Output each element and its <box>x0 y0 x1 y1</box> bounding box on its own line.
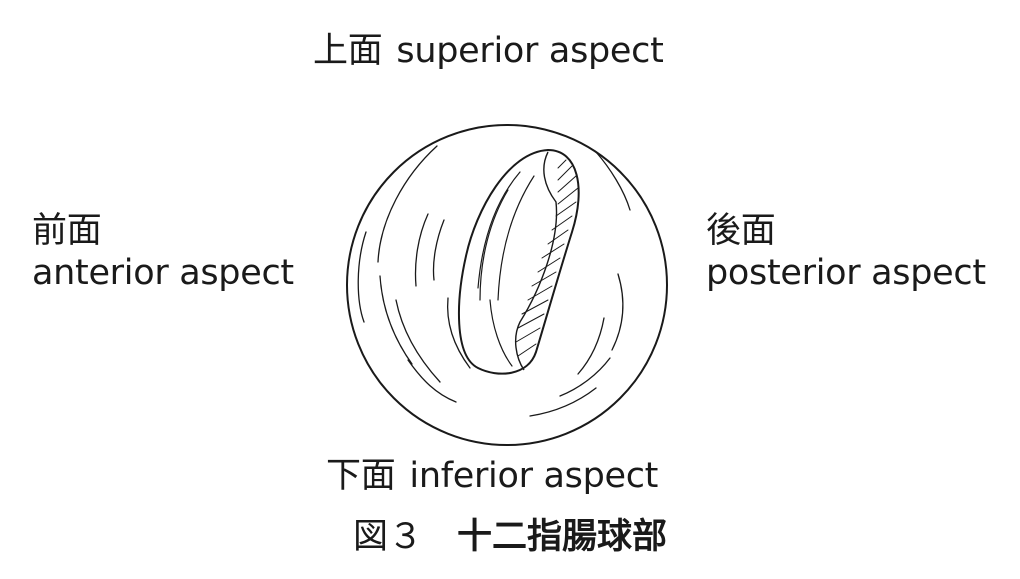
lumen-fold-lines <box>477 171 535 367</box>
shadow-hatching <box>515 159 579 357</box>
label-posterior-aspect: 後面 posterior aspect <box>706 210 986 294</box>
label-anterior-jp: 前面 <box>32 211 102 251</box>
mucosal-fold-lines <box>357 145 631 417</box>
figure-caption: 図３ 十二指腸球部 <box>0 516 1020 558</box>
lumen-ridge <box>514 151 558 371</box>
label-superior-jp: 上面 <box>313 31 383 71</box>
figure-number: 図３ <box>352 517 423 557</box>
bulb-outline <box>346 124 668 446</box>
figure-title: 十二指腸球部 <box>457 517 668 557</box>
label-inferior-jp: 下面 <box>326 456 396 496</box>
label-inferior-aspect: 下面 inferior aspect <box>326 455 658 497</box>
label-posterior-jp: 後面 <box>706 211 776 251</box>
label-anterior-aspect: 前面 anterior aspect <box>32 210 294 294</box>
label-superior-en: superior aspect <box>396 31 664 71</box>
label-superior-aspect: 上面 superior aspect <box>313 30 664 72</box>
lumen-outline <box>457 148 580 375</box>
label-inferior-en: inferior aspect <box>409 456 659 496</box>
label-anterior-en: anterior aspect <box>32 253 294 293</box>
label-posterior-en: posterior aspect <box>706 253 986 293</box>
